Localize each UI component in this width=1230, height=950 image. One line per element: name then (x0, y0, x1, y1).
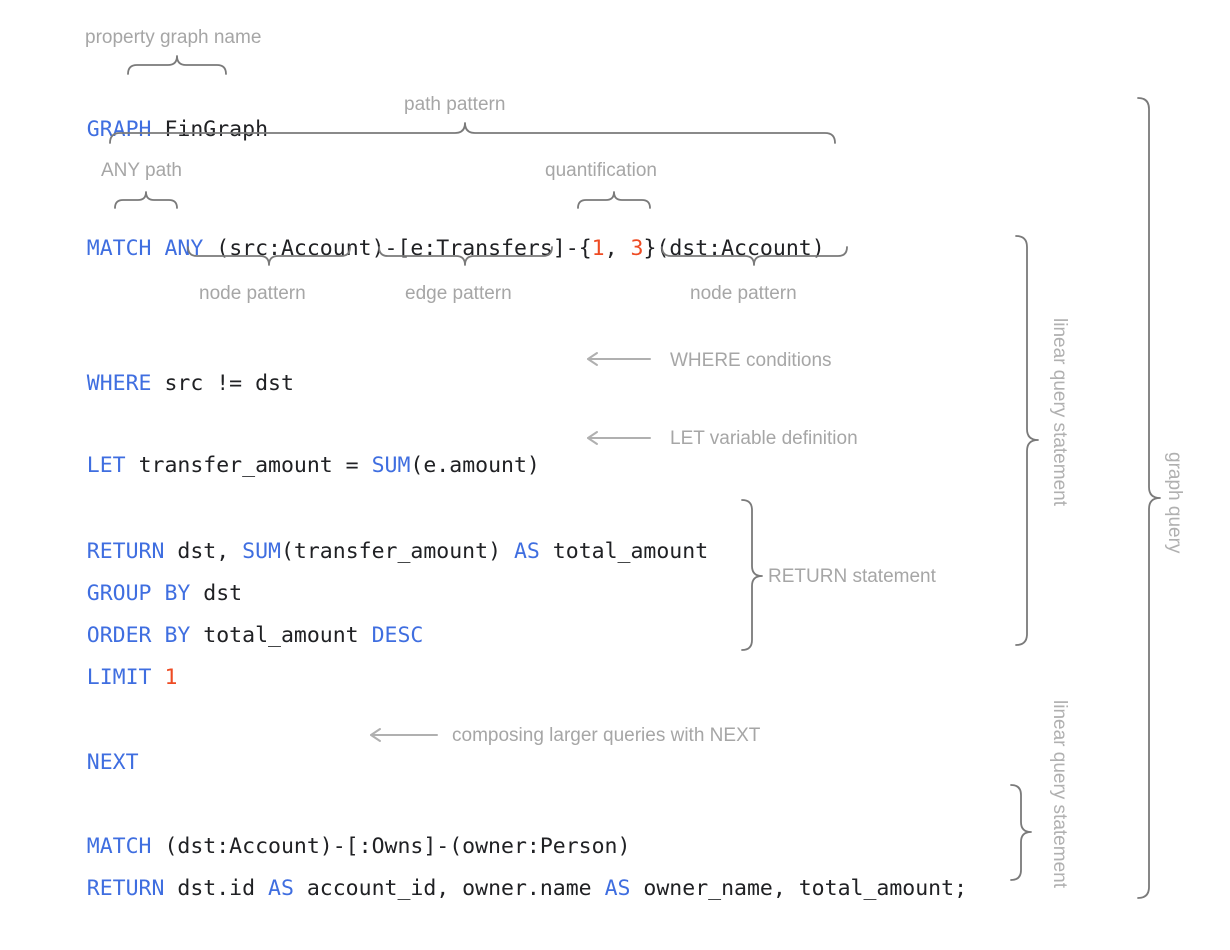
group-by-key: dst (190, 581, 243, 606)
code-line-order-by: ORDER BY total_amount DESC (35, 594, 424, 678)
code-line-limit: LIMIT 1 (35, 636, 178, 720)
arrow-where-conditions (587, 352, 651, 366)
keyword-let: LET (86, 453, 126, 478)
label-path-pattern: path pattern (404, 94, 506, 115)
overbrace-property-graph-name (127, 55, 227, 75)
path-pattern-text: (src:Account)-[e:Transfers]-{ (203, 236, 592, 261)
keyword-order-by: ORDER BY (86, 623, 191, 648)
let-variable: transfer_amount = (125, 453, 372, 478)
quantifier-separator: , (604, 236, 631, 261)
brace-graph-query (1137, 97, 1161, 899)
label-linear-query-statement-2: linear query statement (1049, 700, 1070, 888)
overbrace-any-path (114, 191, 178, 209)
return-alias-2: account_id, owner.name (293, 876, 605, 901)
space-2 (152, 665, 165, 690)
label-linear-query-statement-1: linear query statement (1049, 318, 1070, 506)
brace-linear-query-statement-2 (1010, 784, 1032, 881)
keyword-as-2: AS (268, 876, 294, 901)
return-items-1: dst, (164, 539, 243, 564)
function-sum-1: SUM (371, 453, 411, 478)
owns-path-pattern: (dst:Account)-[:Owns]-(owner:Person) (151, 834, 631, 859)
keyword-limit: LIMIT (86, 665, 152, 690)
limit-value: 1 (164, 665, 178, 690)
keyword-where: WHERE (86, 371, 152, 396)
brace-return-statement (741, 499, 763, 651)
label-edge-pattern: edge pattern (405, 283, 512, 304)
keyword-group-by: GROUP BY (86, 581, 191, 606)
code-line-let: LET transfer_amount = SUM(e.amount) (35, 424, 540, 508)
function-sum-2: SUM (242, 539, 281, 564)
return-items-2: dst.id (164, 876, 269, 901)
label-node-pattern-right: node pattern (690, 283, 797, 304)
code-line-return-2: RETURN dst.id AS account_id, owner.name … (35, 847, 967, 931)
dst-node-pattern-text: }(dst:Account) (643, 236, 825, 261)
return-sum-args: (transfer_amount) (280, 539, 514, 564)
code-line-return: RETURN dst, SUM(transfer_amount) AS tota… (35, 510, 708, 594)
label-quantification: quantification (545, 160, 657, 181)
keyword-as-3: AS (604, 876, 631, 901)
code-line-where: WHERE src != dst (35, 342, 294, 426)
code-line-match-2: MATCH (dst:Account)-[:Owns]-(owner:Perso… (35, 805, 631, 889)
quantifier-upper-bound: 3 (630, 236, 644, 261)
code-line-match: MATCH ANY (src:Account)-[e:Transfers]-{1… (35, 207, 825, 291)
label-composing-next: composing larger queries with NEXT (452, 725, 761, 746)
code-line-group-by: GROUP BY dst (35, 552, 242, 636)
keyword-graph: GRAPH (86, 117, 152, 142)
where-expression: src != dst (151, 371, 294, 396)
identifier-fingraph: FinGraph (151, 117, 269, 142)
label-let-variable-definition: LET variable definition (670, 428, 858, 449)
label-where-conditions: WHERE conditions (670, 350, 832, 371)
label-node-pattern-left: node pattern (199, 283, 306, 304)
code-line-next: NEXT (35, 721, 139, 805)
label-property-graph-name: property graph name (85, 27, 262, 48)
keyword-match: MATCH (86, 236, 152, 261)
arrow-composing-next (370, 728, 438, 742)
overbrace-quantification (577, 191, 651, 209)
keyword-desc: DESC (371, 623, 424, 648)
return-alias-1: total_amount (539, 539, 709, 564)
label-graph-query: graph query (1164, 452, 1185, 554)
quantifier-lower-bound: 1 (591, 236, 605, 261)
keyword-return: RETURN (86, 539, 165, 564)
keyword-return-2: RETURN (86, 876, 165, 901)
label-return-statement: RETURN statement (768, 566, 936, 587)
order-by-key: total_amount (190, 623, 372, 648)
keyword-match-2: MATCH (86, 834, 152, 859)
keyword-as-1: AS (513, 539, 540, 564)
brace-linear-query-statement-1 (1015, 235, 1039, 646)
return-alias-3: owner_name, total_amount; (630, 876, 968, 901)
space-1 (152, 236, 165, 261)
keyword-next: NEXT (86, 750, 139, 775)
keyword-any: ANY (164, 236, 204, 261)
let-sum-args: (e.amount) (410, 453, 540, 478)
label-any-path: ANY path (101, 160, 182, 181)
arrow-let-variable-definition (587, 431, 651, 445)
